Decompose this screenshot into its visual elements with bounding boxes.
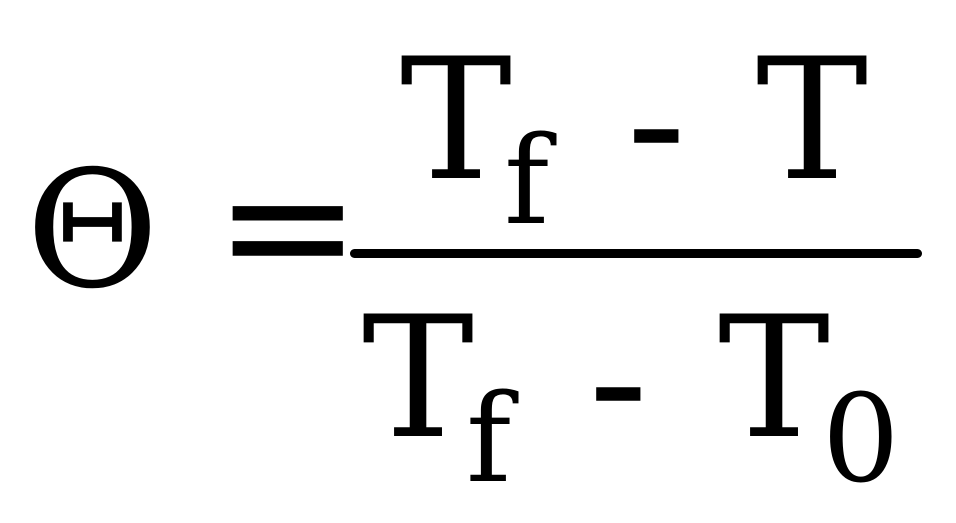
numerator-term-2: T [756, 22, 869, 218]
denominator-term-2-subscript: 0 [822, 368, 900, 510]
denominator-term-2: T [718, 280, 831, 476]
fraction-bar [350, 249, 922, 258]
equals-sign: = [214, 123, 362, 328]
numerator-minus-sign: - [626, 26, 687, 222]
denominator-minus-sign: - [588, 284, 649, 480]
denominator-term-1: T [362, 280, 475, 476]
numerator-term-1: T [400, 22, 513, 218]
denominator-term-1-subscript: f [466, 368, 512, 510]
numerator-term-1-subscript: f [504, 110, 550, 252]
theta-symbol: Θ [26, 137, 159, 325]
